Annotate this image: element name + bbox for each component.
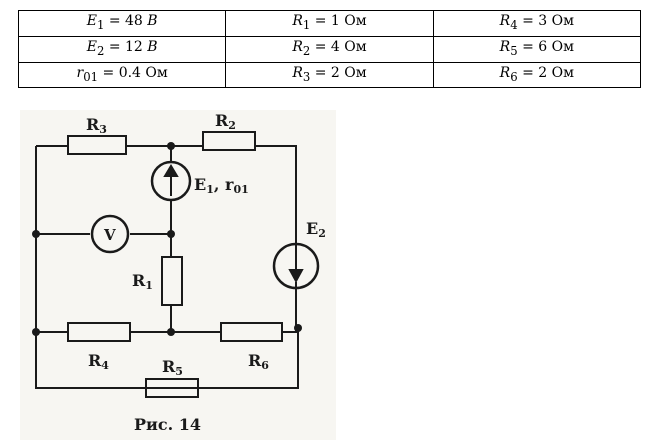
param-value: = 3 — [517, 13, 552, 29]
label-e2: E2 — [306, 219, 326, 240]
param-cell: r01 = 0.4 Ом — [17, 61, 227, 89]
param-unit: Ом — [344, 38, 367, 55]
circuit-diagram: R3 R2 E1, r01 V E2 R1 R4 R5 R6 Рис. 14 — [20, 110, 336, 440]
source-e1 — [150, 160, 192, 202]
param-unit: B — [147, 13, 158, 29]
param-subscript: 5 — [510, 43, 518, 58]
param-cell: E2 = 12 B — [17, 35, 227, 63]
param-symbol: r — [76, 64, 84, 81]
junction-dot — [32, 230, 40, 238]
junction-dot — [167, 230, 175, 238]
param-subscript: 4 — [510, 17, 518, 32]
voltmeter — [90, 214, 130, 254]
arrow-down-icon — [288, 250, 304, 284]
param-subscript: 1 — [302, 17, 311, 32]
label-r6: R6 — [248, 351, 269, 372]
param-symbol: R — [292, 38, 303, 55]
circuit-svg: R3 R2 E1, r01 V E2 R1 R4 R5 R6 Рис. 14 — [32, 111, 326, 434]
param-unit: Ом — [551, 64, 574, 81]
param-subscript: 1 — [96, 17, 105, 32]
param-unit: Ом — [551, 38, 574, 55]
param-unit: Ом — [344, 64, 367, 81]
param-cell: R6 = 2 Ом — [432, 61, 642, 89]
param-value: = 48 — [104, 13, 148, 29]
label-r3: R3 — [86, 115, 107, 136]
resistor-r2 — [202, 131, 256, 151]
label-v: V — [103, 226, 116, 244]
wire-top — [36, 145, 297, 250]
arrow-up-icon — [163, 164, 179, 196]
source-e2 — [272, 242, 320, 290]
label-r5: R5 — [162, 357, 183, 378]
param-subscript: 2 — [302, 43, 311, 58]
resistor-r5 — [145, 378, 199, 398]
param-unit: Ом — [145, 64, 168, 81]
junction-dot — [167, 142, 175, 150]
param-value: = 4 — [310, 38, 345, 55]
label-r1: R1 — [132, 271, 153, 292]
junction-dot — [294, 324, 302, 332]
junction-dots — [32, 142, 302, 336]
param-subscript: 3 — [302, 69, 311, 84]
resistor-r6 — [220, 322, 283, 342]
param-cell: R2 = 4 Ом — [225, 35, 434, 63]
param-value: = 2 — [310, 64, 345, 81]
label-e1: E1, r01 — [194, 175, 249, 196]
param-unit: B — [147, 38, 158, 55]
param-cell: R5 = 6 Ом — [432, 35, 642, 63]
param-symbol: R — [292, 64, 303, 81]
param-value: = 6 — [517, 38, 552, 55]
circuit-wires — [35, 145, 299, 389]
resistor-r1 — [161, 256, 183, 306]
param-subscript: 2 — [96, 43, 105, 58]
param-symbol: R — [499, 13, 511, 29]
param-subscript: 6 — [510, 69, 518, 84]
param-value: = 1 — [310, 13, 345, 29]
junction-dot — [167, 328, 175, 336]
param-cell: E1 = 48 B — [17, 10, 227, 37]
param-subscript: 01 — [83, 69, 99, 84]
param-symbol: E — [86, 13, 97, 29]
resistor-r3 — [67, 135, 127, 155]
param-value: = 12 — [104, 38, 148, 55]
param-value: = 2 — [517, 64, 552, 81]
param-symbol: R — [499, 38, 511, 55]
label-r2: R2 — [215, 111, 236, 132]
junction-dot — [32, 328, 40, 336]
param-unit: Ом — [344, 13, 367, 29]
wire-outer — [35, 146, 299, 389]
param-cell: R3 = 2 Ом — [225, 61, 434, 89]
param-symbol: R — [292, 13, 303, 29]
label-r4: R4 — [88, 351, 109, 372]
param-unit: Ом — [551, 13, 574, 29]
param-cell: R4 = 3 Ом — [432, 10, 642, 37]
param-symbol: E — [86, 38, 97, 55]
param-cell: R1 = 1 Ом — [225, 10, 434, 37]
param-value: = 0.4 — [98, 64, 146, 81]
param-symbol: R — [499, 64, 511, 81]
resistor-r4 — [67, 322, 131, 342]
figure-caption: Рис. 14 — [134, 415, 201, 434]
